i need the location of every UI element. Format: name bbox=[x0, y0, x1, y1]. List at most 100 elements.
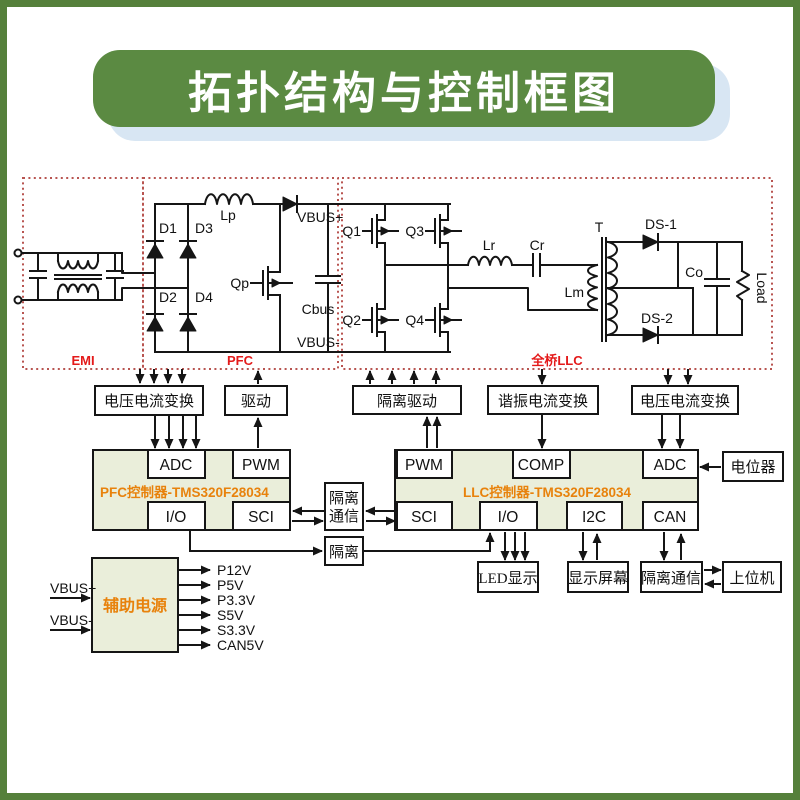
pfc-sense-box bbox=[94, 385, 204, 416]
llc-comp-box bbox=[512, 449, 571, 479]
pfc-sense-label: 电压电流变换 bbox=[104, 393, 194, 410]
llc-pwm-box bbox=[396, 449, 453, 479]
llc-res-sense-label: 谐振电流变换 bbox=[498, 393, 588, 410]
ds1-label: DS-1 bbox=[645, 216, 677, 232]
host-box bbox=[722, 561, 782, 593]
signal-arrows bbox=[50, 369, 722, 650]
cbus-label: Cbus bbox=[302, 301, 335, 317]
llc-can-box bbox=[642, 501, 699, 531]
inductor-lr bbox=[466, 255, 514, 267]
x-capacitor-2 bbox=[106, 252, 124, 301]
cm-choke-bottom-winding bbox=[56, 283, 100, 294]
llc-io-label: I/O bbox=[498, 509, 519, 526]
led-display-label: LED显示 bbox=[478, 571, 537, 587]
iso-label: 隔离 bbox=[329, 544, 359, 561]
aux-out-p5v: P5V bbox=[217, 577, 244, 593]
led-display-box bbox=[477, 561, 539, 593]
emi-section-box bbox=[22, 177, 144, 370]
llc-i2c-label: I2C bbox=[582, 509, 606, 526]
pfc-adc-box bbox=[147, 449, 206, 479]
screen-label: 显示屏幕 bbox=[568, 570, 628, 587]
llc-circuit bbox=[362, 203, 750, 353]
emi-section-label: EMI bbox=[71, 353, 94, 368]
pfc-drive-label: 驱动 bbox=[241, 393, 271, 410]
pfc-sci-box bbox=[232, 501, 291, 531]
inductor-lp bbox=[203, 193, 255, 206]
cm-choke-top-winding bbox=[56, 259, 100, 270]
llc-comp-label: COMP bbox=[518, 457, 565, 474]
llc-io-box bbox=[479, 501, 538, 531]
d2-label: D2 bbox=[159, 289, 177, 305]
q1-label: Q1 bbox=[342, 223, 361, 239]
capacitor-cr bbox=[511, 253, 598, 277]
llc-section-box bbox=[341, 177, 773, 370]
llc-drive-label: 隔离驱动 bbox=[377, 393, 437, 410]
d3-label: D3 bbox=[195, 220, 213, 236]
pfc-adc-label: ADC bbox=[160, 457, 193, 474]
capacitor-co bbox=[704, 241, 730, 336]
llc-adc-label: ADC bbox=[654, 457, 687, 474]
diode-d3 bbox=[179, 243, 197, 259]
d4-label: D4 bbox=[195, 289, 213, 305]
iso-box bbox=[324, 536, 364, 566]
q3-label: Q3 bbox=[405, 223, 424, 239]
potentiometer-box bbox=[722, 451, 784, 482]
iso-comm-box bbox=[324, 482, 364, 531]
mosfet-q2 bbox=[362, 303, 399, 337]
iso-comm2-label: 隔离通信 bbox=[641, 570, 701, 587]
llc-sci-label: SCI bbox=[411, 509, 437, 526]
aux-out-p33v: P3.3V bbox=[217, 592, 256, 608]
pfc-drive-box bbox=[224, 385, 288, 416]
input-terminal-top bbox=[13, 248, 23, 258]
input-terminal-bottom bbox=[13, 295, 23, 305]
lr-label: Lr bbox=[483, 237, 496, 253]
mosfet-q4 bbox=[425, 303, 462, 337]
x-capacitor-1 bbox=[29, 252, 47, 301]
emi-filter-circuit bbox=[13, 248, 189, 305]
cr-label: Cr bbox=[530, 237, 545, 253]
aux-vbus-plus-label: VBUS+ bbox=[50, 580, 96, 596]
transformer-label: T bbox=[595, 219, 604, 235]
host-label: 上位机 bbox=[729, 570, 774, 587]
pfc-io-label: I/O bbox=[166, 509, 187, 526]
llc-pwm-label: PWM bbox=[405, 457, 443, 474]
lp-label: Lp bbox=[220, 207, 236, 223]
aux-power-label: 辅助电源 bbox=[103, 596, 167, 615]
llc-controller-label: LLC控制器-TMS320F28034 bbox=[463, 484, 632, 500]
pfc-section-label: PFC bbox=[227, 353, 254, 368]
transformer-core bbox=[601, 237, 607, 342]
aux-out-s5v: S5V bbox=[217, 607, 244, 623]
d1-label: D1 bbox=[159, 220, 177, 236]
aux-out-p12v: P12V bbox=[217, 562, 252, 578]
llc-i2c-box bbox=[566, 501, 623, 531]
mosfet-qp bbox=[250, 266, 293, 300]
boost-diode bbox=[282, 196, 298, 212]
aux-out-can5v: CAN5V bbox=[217, 637, 264, 653]
potentiometer-label: 电位器 bbox=[730, 459, 775, 476]
mosfet-q3 bbox=[425, 214, 462, 248]
iso-comm-label-line1: 隔离 bbox=[329, 490, 359, 507]
pfc-io-box bbox=[147, 501, 206, 531]
pfc-pwm-label: PWM bbox=[242, 457, 280, 474]
diode-ds1 bbox=[642, 234, 659, 250]
screen-box bbox=[567, 561, 629, 593]
qp-label: Qp bbox=[230, 275, 249, 291]
diode-d4 bbox=[179, 316, 197, 332]
page-title: 拓扑结构与控制框图 bbox=[188, 68, 620, 118]
cm-choke-core bbox=[54, 274, 102, 280]
pfc-controller-label: PFC控制器-TMS320F28034 bbox=[100, 484, 269, 500]
mosfet-q1 bbox=[362, 214, 399, 248]
vbus-plus-label: VBUS+ bbox=[297, 209, 343, 225]
capacitor-cbus bbox=[315, 203, 341, 353]
llc-res-sense-box bbox=[487, 385, 599, 415]
diode-d2 bbox=[146, 316, 164, 332]
llc-sense-box bbox=[631, 385, 739, 415]
llc-bridge-legs bbox=[384, 203, 449, 353]
llc-can-label: CAN bbox=[654, 509, 687, 526]
pfc-sci-label: SCI bbox=[248, 509, 274, 526]
llc-drive-box bbox=[352, 385, 462, 415]
q4-label: Q4 bbox=[405, 312, 424, 328]
llc-sense-label: 电压电流变换 bbox=[640, 393, 730, 410]
lm-label: Lm bbox=[565, 284, 584, 300]
